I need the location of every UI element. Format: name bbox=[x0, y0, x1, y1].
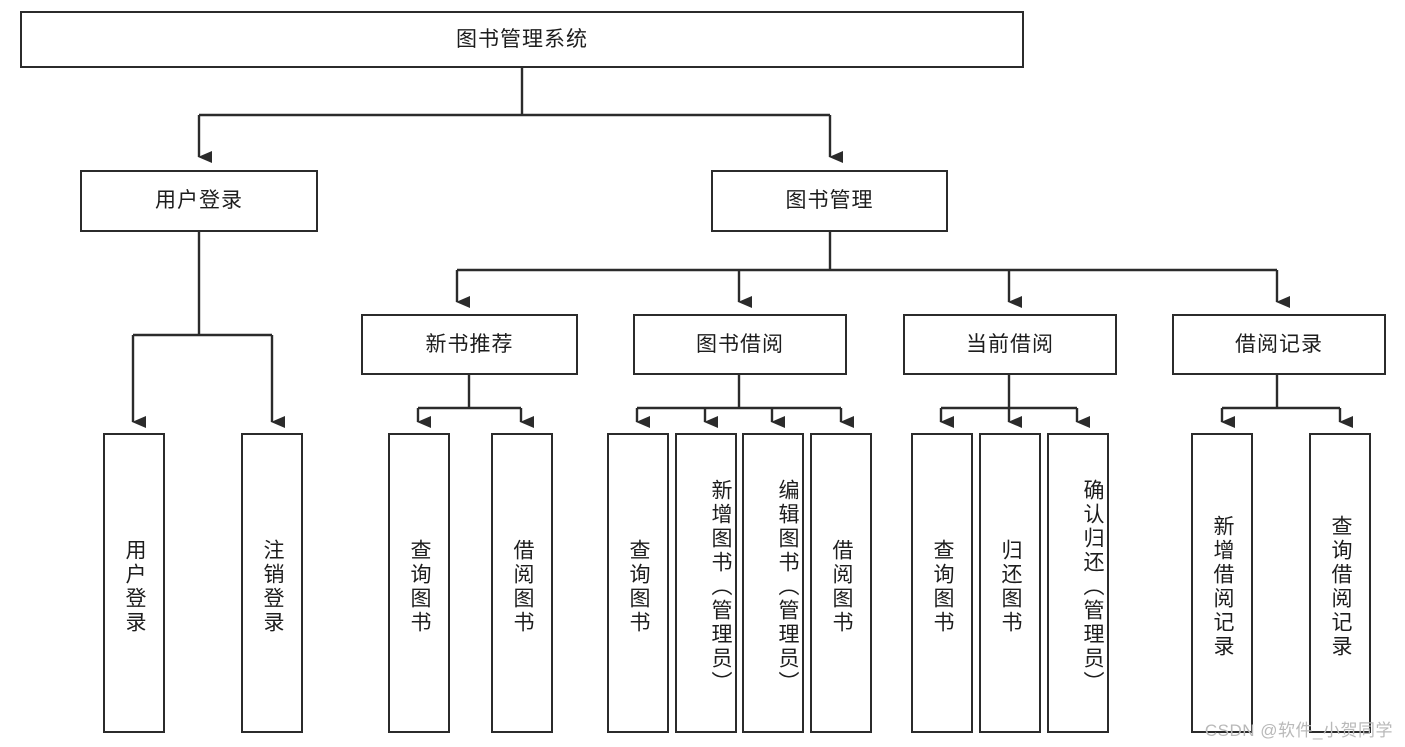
leaf-book-borrow-borrow-book[interactable]: 借阅图书 bbox=[810, 433, 872, 733]
node-label: 当前借阅 bbox=[966, 332, 1054, 356]
csdn-watermark: CSDN @软件_小贺同学 bbox=[1204, 721, 1393, 740]
node-label: 确认归还（管理员） bbox=[1081, 479, 1104, 695]
node-new-book-recommend[interactable]: 新书推荐 bbox=[361, 314, 578, 375]
leaf-borrow-record-add-record[interactable]: 新增借阅记录 bbox=[1191, 433, 1253, 733]
node-label: 借阅图书 bbox=[830, 539, 853, 635]
node-user-login[interactable]: 用户登录 bbox=[80, 170, 318, 232]
node-label: 注销登录 bbox=[261, 539, 284, 635]
node-label: 用户登录 bbox=[123, 539, 146, 635]
node-label: 查询图书 bbox=[931, 539, 954, 635]
leaf-current-borrow-return-book[interactable]: 归还图书 bbox=[979, 433, 1041, 733]
node-label: 编辑图书（管理员） bbox=[776, 479, 799, 695]
node-label: 图书管理 bbox=[785, 189, 874, 213]
node-borrow-record[interactable]: 借阅记录 bbox=[1172, 314, 1386, 375]
leaf-current-borrow-query-book[interactable]: 查询图书 bbox=[911, 433, 973, 733]
node-label: 借阅记录 bbox=[1235, 332, 1323, 356]
node-label: 新增图书（管理员） bbox=[709, 479, 732, 695]
leaf-user-login-logout[interactable]: 注销登录 bbox=[241, 433, 303, 733]
leaf-borrow-record-query-record[interactable]: 查询借阅记录 bbox=[1309, 433, 1371, 733]
node-label: 归还图书 bbox=[999, 539, 1022, 635]
node-label: 图书管理系统 bbox=[456, 27, 588, 51]
node-book-management[interactable]: 图书管理 bbox=[711, 170, 948, 232]
node-book-borrow[interactable]: 图书借阅 bbox=[633, 314, 847, 375]
leaf-user-login-login[interactable]: 用户登录 bbox=[103, 433, 165, 733]
node-label: 借阅图书 bbox=[511, 539, 534, 635]
node-label: 用户登录 bbox=[155, 189, 243, 213]
leaf-book-borrow-add-book-admin[interactable]: 新增图书（管理员） bbox=[675, 433, 737, 733]
leaf-new-book-query-book[interactable]: 查询图书 bbox=[388, 433, 450, 733]
leaf-current-borrow-confirm-return-admin[interactable]: 确认归还（管理员） bbox=[1047, 433, 1109, 733]
leaf-book-borrow-edit-book-admin[interactable]: 编辑图书（管理员） bbox=[742, 433, 804, 733]
leaf-new-book-borrow-book[interactable]: 借阅图书 bbox=[491, 433, 553, 733]
leaf-book-borrow-query-book[interactable]: 查询图书 bbox=[607, 433, 669, 733]
node-label: 新书推荐 bbox=[425, 332, 514, 356]
node-label: 新增借阅记录 bbox=[1211, 515, 1234, 659]
node-root-book-management-system[interactable]: 图书管理系统 bbox=[20, 11, 1024, 68]
node-label: 图书借阅 bbox=[696, 332, 784, 356]
node-label: 查询图书 bbox=[408, 539, 431, 635]
node-current-borrow[interactable]: 当前借阅 bbox=[903, 314, 1117, 375]
node-label: 查询借阅记录 bbox=[1329, 515, 1352, 659]
node-label: 查询图书 bbox=[627, 539, 650, 635]
